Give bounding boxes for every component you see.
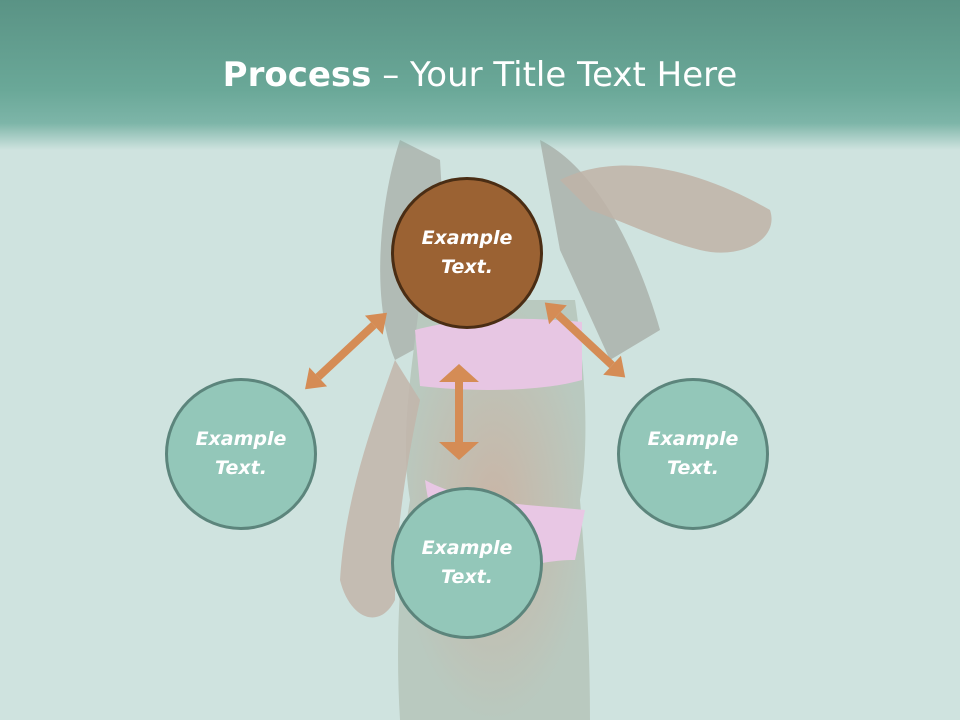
title-dash: – [382, 55, 400, 95]
node-top-line1: Example [421, 227, 513, 249]
arm-left-shape [340, 360, 420, 618]
node-right[interactable]: Example Text. [617, 378, 769, 530]
node-right-line2: Text. [667, 457, 719, 479]
arm-shape [560, 165, 772, 253]
top-garment-shape [415, 318, 582, 390]
node-top-line2: Text. [441, 256, 493, 278]
node-top[interactable]: Example Text. [391, 177, 543, 329]
node-right-line1: Example [647, 428, 739, 450]
node-left-line1: Example [195, 428, 287, 450]
node-left-line2: Text. [215, 457, 267, 479]
title-rest: Your Title Text Here [410, 55, 738, 95]
node-bottom[interactable]: Example Text. [391, 487, 543, 639]
node-left[interactable]: Example Text. [165, 378, 317, 530]
header-band [0, 0, 960, 150]
node-bottom-line2: Text. [441, 566, 493, 588]
title-bold: Process [222, 55, 372, 95]
hair-shape-right [540, 140, 660, 360]
slide-title: Process – Your Title Text Here [0, 52, 960, 98]
node-bottom-line1: Example [421, 537, 513, 559]
